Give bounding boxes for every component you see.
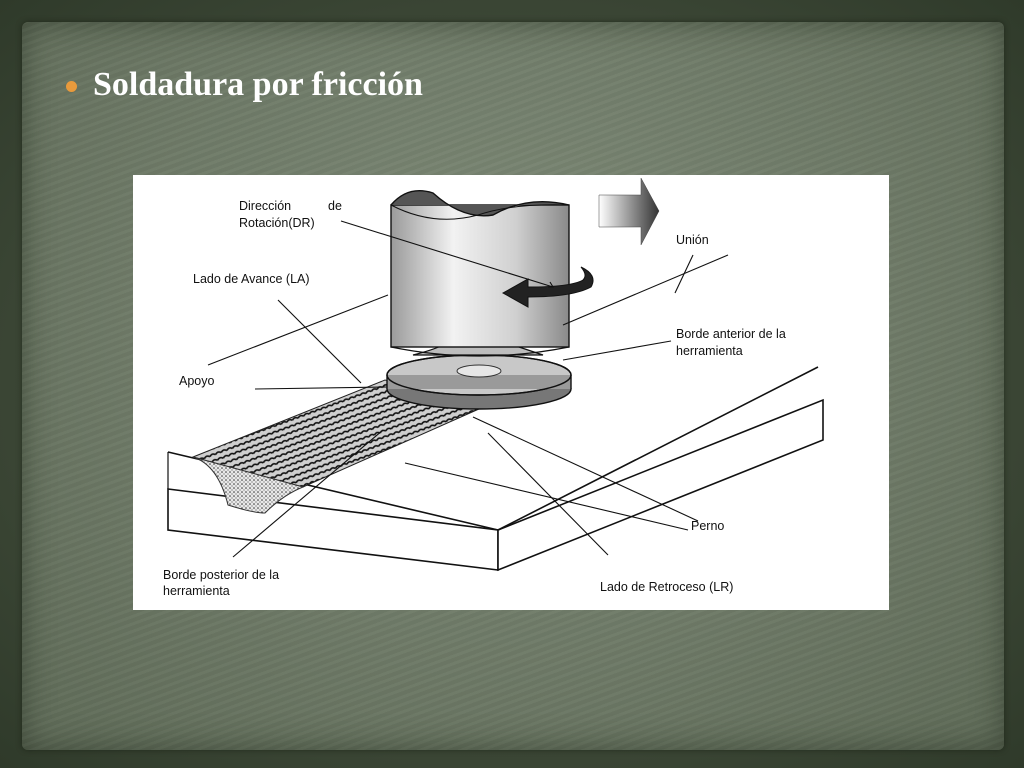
slide-title: Soldadura por fricción [93,66,423,103]
tool-shoulder [386,354,572,410]
label-direccion-de: de [328,199,342,213]
label-union: Unión [676,233,709,247]
label-apoyo: Apoyo [179,374,214,388]
diagram-labels: Dirección de Rotación(DR) Unión Lado de … [163,199,786,598]
diagram-svg: Dirección de Rotación(DR) Unión Lado de … [163,177,824,598]
label-perno: Perno [691,519,724,533]
travel-direction-arrow [598,177,660,246]
label-lado-avance: Lado de Avance (LA) [193,272,310,286]
label-direccion: Dirección [239,199,291,213]
bullet-icon [66,80,77,92]
label-borde-anterior-2: herramienta [676,344,743,358]
label-borde-posterior-1: Borde posterior de la [163,568,279,582]
label-borde-posterior-2: herramienta [163,584,230,598]
leader-lines [207,220,729,558]
title-row: Soldadura por fricción [66,66,423,104]
tool-cylinder [390,190,570,357]
label-borde-anterior-1: Borde anterior de la [676,327,786,341]
label-rotacion: Rotación(DR) [239,216,315,230]
label-lado-retroceso: Lado de Retroceso (LR) [600,580,733,594]
friction-welding-diagram: Dirección de Rotación(DR) Unión Lado de … [133,175,889,610]
